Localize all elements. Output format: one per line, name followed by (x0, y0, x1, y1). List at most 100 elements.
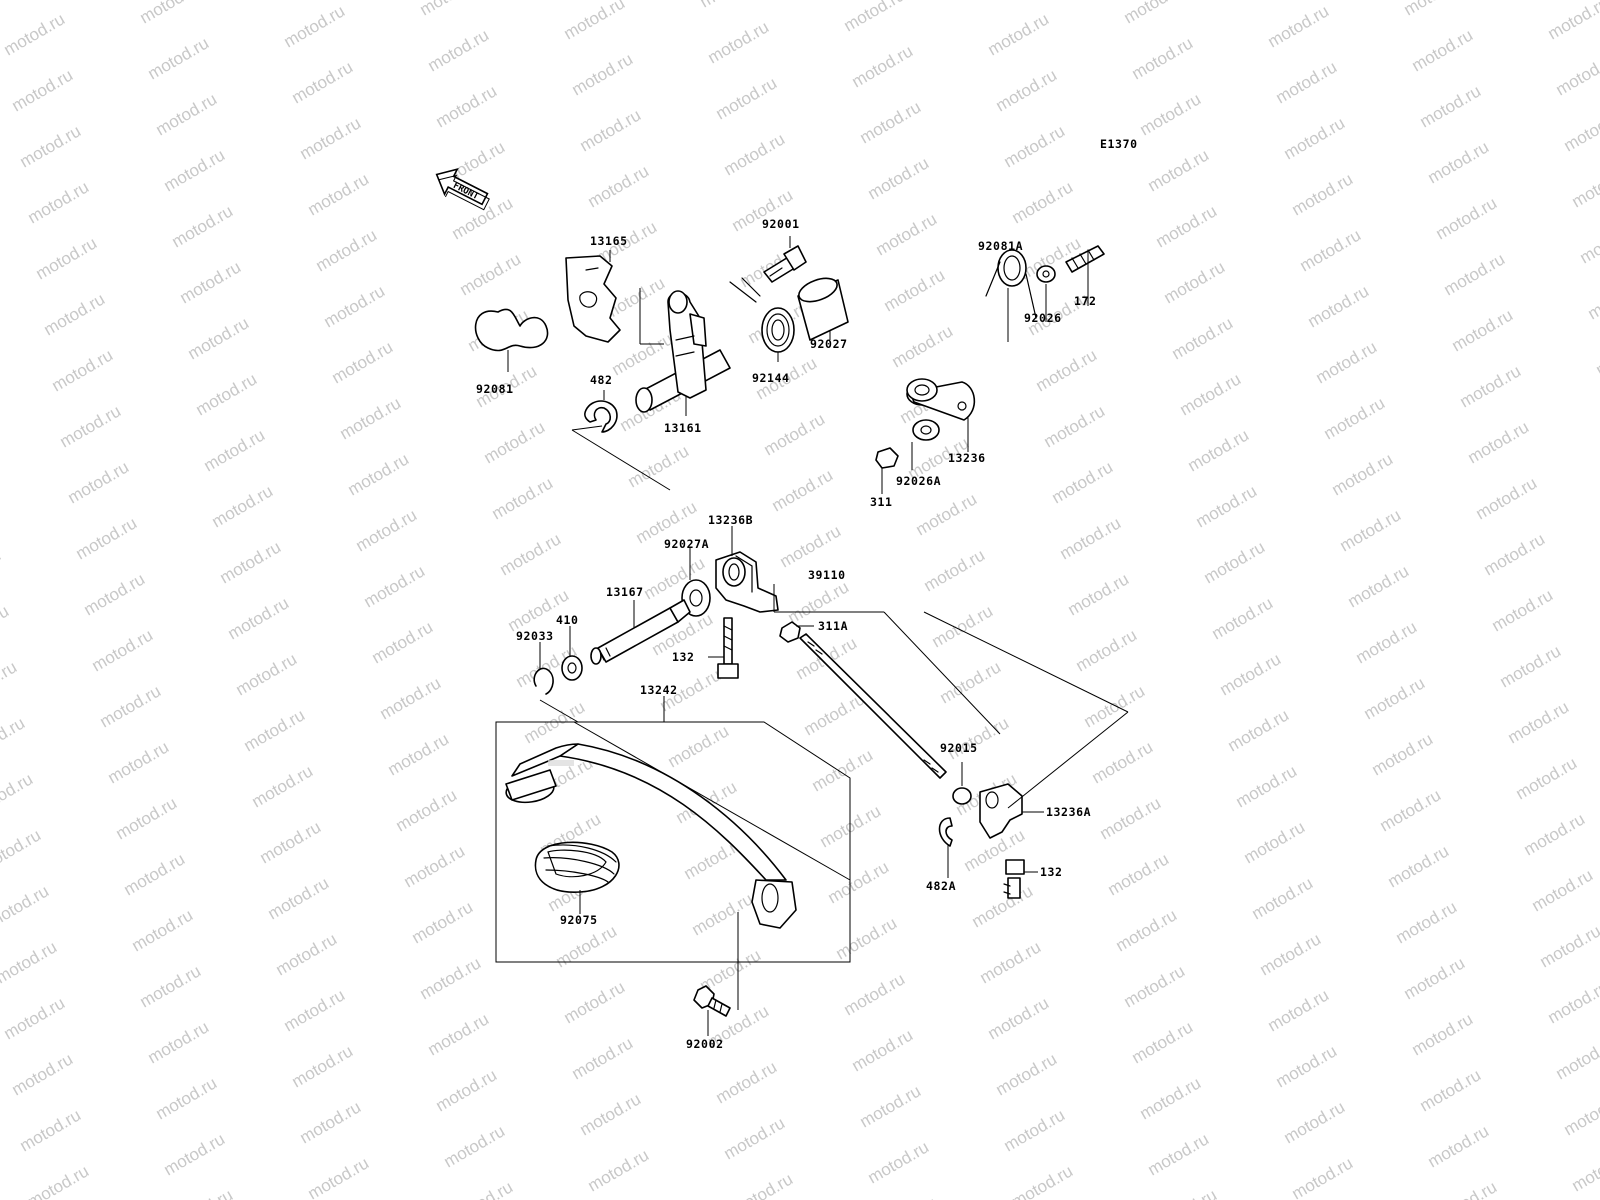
watermark-text: motod.ru (1441, 249, 1509, 299)
watermark-text: motod.ru (561, 0, 629, 43)
watermark-text: motod.ru (257, 817, 325, 867)
watermark-text: motod.ru (1513, 753, 1581, 803)
watermark-text: motod.ru (889, 321, 957, 371)
watermark-text: motod.ru (585, 1145, 653, 1195)
watermark-text: motod.ru (1497, 641, 1565, 691)
watermark-text: motod.ru (209, 481, 277, 531)
label-92027: 92027 (810, 337, 848, 351)
label-13236: 13236 (948, 451, 986, 465)
watermark-text: motod.ru (1321, 393, 1389, 443)
watermark-text: motod.ru (17, 1105, 85, 1155)
watermark-text: motod.ru (97, 681, 165, 731)
watermark-text: motod.ru (1377, 785, 1445, 835)
watermark-text: motod.ru (849, 1025, 917, 1075)
watermark-text: motod.ru (1529, 865, 1597, 915)
watermark-text: motod.ru (1153, 201, 1221, 251)
watermark-text: motod.ru (1, 9, 69, 59)
watermark-text: motod.ru (345, 449, 413, 499)
watermark-text: motod.ru (1137, 1073, 1205, 1123)
watermark-text: motod.ru (1433, 193, 1501, 243)
leader (571, 425, 603, 431)
watermark-text: motod.ru (457, 249, 525, 299)
watermark-text: motod.ru (1249, 873, 1317, 923)
watermark-text: motod.ru (185, 313, 253, 363)
watermark-text: motod.ru (417, 0, 485, 19)
watermark-text: motod.ru (1233, 761, 1301, 811)
watermark-text: motod.ru (913, 489, 981, 539)
watermark-text: motod.ru (161, 1129, 229, 1179)
label-311A: 311A (818, 619, 848, 633)
pedal-lever-13242 (505, 743, 797, 929)
watermark-text: motod.ru (481, 417, 549, 467)
watermark-text: motod.ru (57, 401, 125, 451)
ring-92033 (533, 667, 554, 695)
watermark-text: motod.ru (1457, 361, 1525, 411)
bolt-132-b (1003, 859, 1025, 899)
label-13165: 13165 (590, 234, 628, 248)
watermark-text: motod.ru (1049, 457, 1117, 507)
watermark-text: motod.ru (1505, 697, 1573, 747)
front-arrow-icon: FRONT (435, 168, 490, 211)
watermark-text: motod.ru (1001, 1105, 1069, 1155)
watermark-text: motod.ru (1081, 681, 1149, 731)
watermark-text: motod.ru (0, 545, 4, 595)
watermark-text: motod.ru (1553, 49, 1600, 99)
circlip-482A (938, 817, 953, 847)
watermark-text: motod.ru (49, 345, 117, 395)
watermark-text: motod.ru (1, 993, 69, 1043)
nut-311 (875, 447, 899, 469)
watermark-text: motod.ru (169, 1185, 237, 1200)
watermark-text: motod.ru (105, 737, 173, 787)
watermark-text: motod.ru (65, 457, 133, 507)
watermark-text: motod.ru (1401, 953, 1469, 1003)
watermark-text: motod.ru (25, 177, 93, 227)
watermark-text: motod.ru (1417, 1065, 1485, 1115)
watermark-text: motod.ru (241, 705, 309, 755)
watermark-text: motod.ru (1065, 569, 1133, 619)
watermark-text: motod.ru (217, 537, 285, 587)
watermark-text: motod.ru (153, 89, 221, 139)
watermark-text: motod.ru (137, 961, 205, 1011)
watermark-text: motod.ru (561, 977, 629, 1027)
watermark-text: motod.ru (1409, 1009, 1477, 1059)
watermark-text: motod.ru (1257, 929, 1325, 979)
leader (573, 721, 851, 881)
watermark-text: motod.ru (1553, 1033, 1600, 1083)
watermark-text: motod.ru (505, 585, 573, 635)
watermark-text: motod.ru (1209, 593, 1277, 643)
watermark-text: motod.ru (761, 409, 829, 459)
torsion-spring-92144 (729, 277, 795, 353)
watermark-text: motod.ru (993, 1049, 1061, 1099)
label-92001: 92001 (762, 217, 800, 231)
label-410: 410 (556, 613, 579, 627)
watermark-text: motod.ru (0, 657, 20, 707)
watermark-text: motod.ru (409, 897, 477, 947)
watermark-text: motod.ru (1041, 401, 1109, 451)
watermark-text: motod.ru (1473, 473, 1541, 523)
watermark-text: motod.ru (1545, 0, 1600, 43)
label-482: 482 (590, 373, 613, 387)
watermark-text: motod.ru (433, 1065, 501, 1115)
label-311: 311 (870, 495, 893, 509)
label-13167: 13167 (606, 585, 644, 599)
watermark-text: motod.ru (1161, 257, 1229, 307)
watermark-text: motod.ru (569, 49, 637, 99)
watermark-text: motod.ru (1289, 169, 1357, 219)
bolt-132-a (717, 617, 739, 679)
watermark-text: motod.ru (1089, 737, 1157, 787)
washer-410 (561, 655, 583, 681)
rubber-92075 (534, 841, 620, 893)
watermark-text: motod.ru (265, 873, 333, 923)
watermark-text: motod.ru (1009, 177, 1077, 227)
watermark-text: motod.ru (841, 0, 909, 35)
watermark-text: motod.ru (425, 1009, 493, 1059)
shift-shaft-13161 (635, 290, 731, 413)
watermark-text: motod.ru (937, 657, 1005, 707)
watermark-text: motod.ru (289, 57, 357, 107)
label-39110: 39110 (808, 568, 846, 582)
watermark-text: motod.ru (1353, 617, 1421, 667)
watermark-text: motod.ru (1137, 89, 1205, 139)
diagram-code: E1370 (1100, 137, 1138, 151)
watermark-text: motod.ru (1129, 1017, 1197, 1067)
